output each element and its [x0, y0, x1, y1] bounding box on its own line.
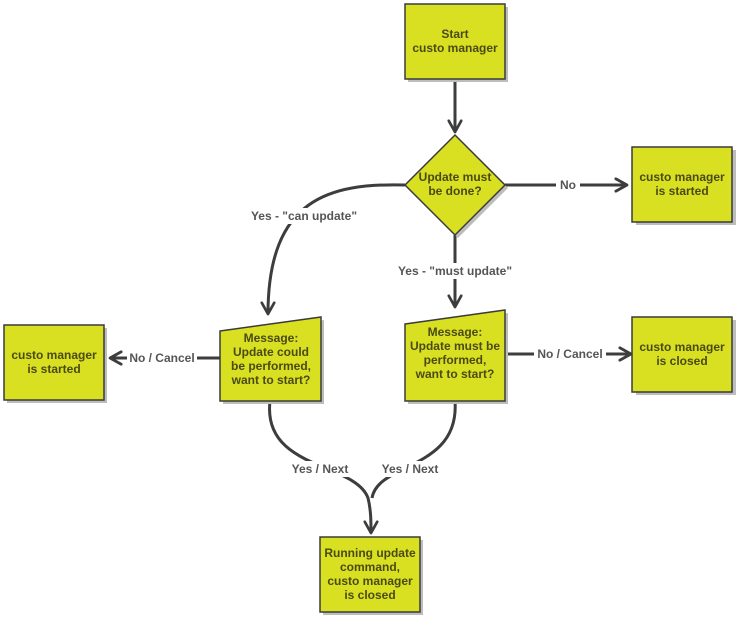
label-no: No [560, 178, 576, 192]
node-message-right-line-4: want to start? [415, 367, 495, 381]
edge-message-right-next [370, 400, 457, 499]
node-message-right: Message: Update must be performed, want … [404, 309, 508, 404]
label-no-cancel-right: No / Cancel [537, 347, 602, 361]
node-start: Start custo manager [404, 3, 508, 82]
node-running-line-3: custo manager [327, 574, 413, 588]
label-can-update: Yes - "can update" [251, 209, 357, 223]
node-start-line-1: Start [441, 27, 468, 41]
node-closed-right-line-2: is closed [656, 354, 707, 368]
node-started-left-line-1: custo manager [11, 348, 97, 362]
node-running-line-4: is closed [344, 588, 395, 602]
node-closed-right-line-1: custo manager [639, 340, 725, 354]
node-message-right-line-3: performed, [424, 353, 487, 367]
node-running-line-2: command, [340, 560, 400, 574]
node-message-left-line-3: be performed, [231, 359, 311, 373]
node-decision-line-2: be done? [428, 184, 481, 198]
node-running: Running update command, custo manager is… [319, 536, 423, 615]
label-no-cancel-left: No / Cancel [129, 351, 194, 365]
node-started-left-line-2: is started [27, 362, 80, 376]
label-must-update: Yes - "must update" [398, 264, 512, 278]
label-yes-next-left: Yes / Next [292, 462, 349, 476]
node-decision-line-1: Update must [419, 170, 492, 184]
node-started-left: custo manager is started [3, 324, 107, 403]
edge-labels: No Yes - "can update" Yes - "must update… [127, 177, 606, 477]
node-started-right-line-1: custo manager [639, 170, 725, 184]
edge-decision-can-update [268, 183, 406, 314]
node-decision: Update must be done? [403, 133, 508, 238]
edge-message-left-next [268, 400, 371, 533]
node-message-left-line-4: want to start? [231, 373, 311, 387]
node-message-right-line-2: Update must be [410, 339, 500, 353]
node-message-left: Message: Update could be performed, want… [219, 316, 324, 404]
node-running-line-1: Running update [324, 546, 416, 560]
node-message-left-line-1: Message: [244, 331, 299, 345]
node-message-left-line-2: Update could [233, 345, 309, 359]
node-started-right-line-2: is started [655, 184, 708, 198]
node-start-line-2: custo manager [412, 41, 498, 55]
node-closed-right: custo manager is closed [631, 316, 736, 395]
connectors [110, 79, 631, 533]
node-started-right: custo manager is started [631, 146, 736, 225]
node-message-right-line-1: Message: [428, 325, 483, 339]
label-yes-next-right: Yes / Next [382, 462, 439, 476]
